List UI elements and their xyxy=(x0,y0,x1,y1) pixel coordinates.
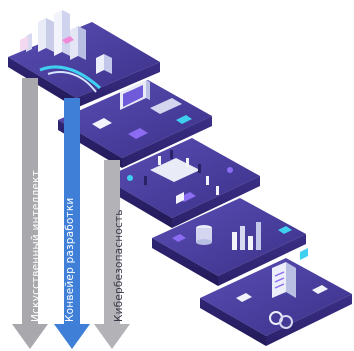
arrow-dev xyxy=(54,98,90,349)
data-scene xyxy=(172,222,292,250)
security-scene xyxy=(236,248,328,329)
computer-scene xyxy=(92,80,192,139)
platform-1-city xyxy=(8,10,160,108)
arrow-sec xyxy=(94,160,130,349)
people-scene xyxy=(127,150,233,204)
arrow-ai xyxy=(12,78,48,349)
arrow-label-dev: Конвейер разработки xyxy=(64,197,76,322)
arrow-label-ai: Искусственный интеллект xyxy=(30,170,42,322)
arrow-label-sec: Кибербезопасность xyxy=(113,209,125,322)
platform-4-data xyxy=(152,198,306,286)
platform-3-team xyxy=(104,138,260,228)
platform-5-security xyxy=(200,248,352,346)
city-buildings xyxy=(20,10,112,93)
